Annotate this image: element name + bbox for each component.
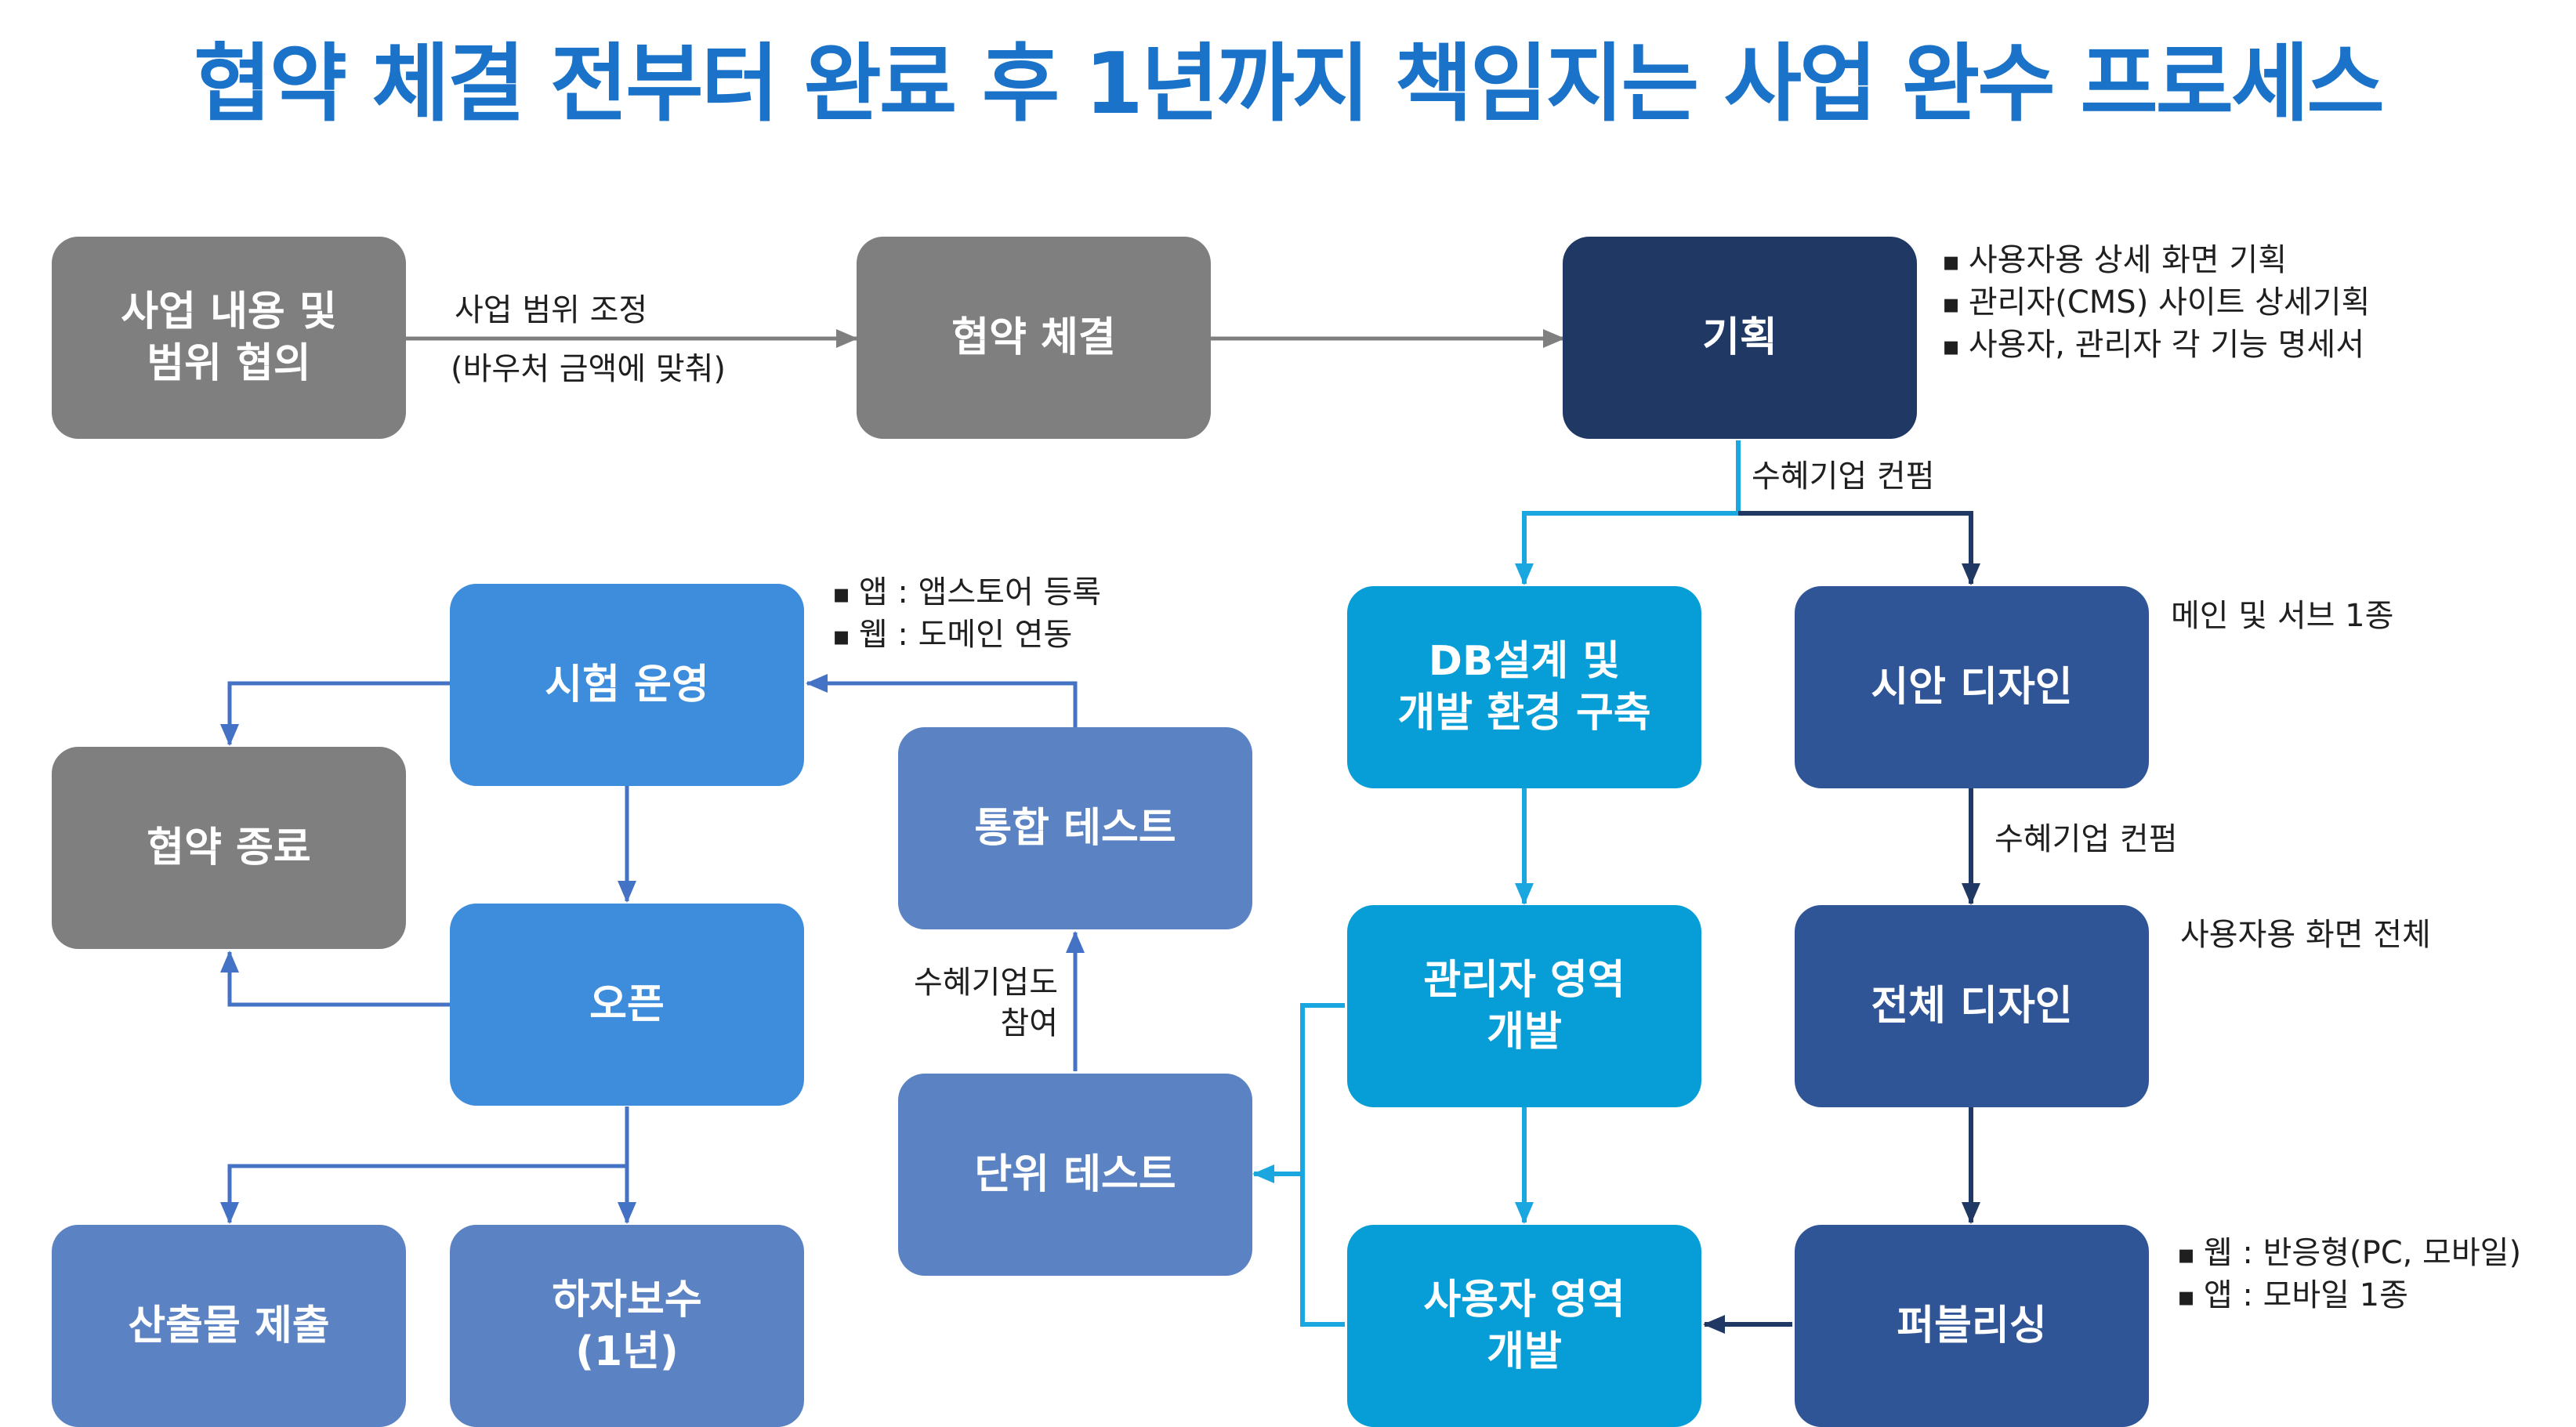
arrow-open-to-end (220, 951, 450, 1007)
label-confirm-design: 수혜기업 컨펌 (1994, 821, 2178, 857)
node-admin-dev: 관리자 영역 개발 (1347, 905, 1701, 1107)
notes-trial: 앱 : 앱스토어 등록 웹 : 도메인 연동 (832, 572, 1101, 657)
node-open: 오픈 (450, 904, 804, 1106)
label-participation: 수혜기업도 참여 (914, 965, 1058, 1041)
node-integration-test: 통합 테스트 (898, 727, 1252, 929)
note-item: 앱 : 모바일 1종 (2177, 1275, 2521, 1317)
node-contract-end: 협약 종료 (52, 747, 406, 949)
note-item: 앱 : 앱스토어 등록 (832, 572, 1101, 614)
node-scope: 사업 내용 및 범위 협의 (52, 237, 406, 439)
page-title: 협약 체결 전부터 완료 후 1년까지 책임지는 사업 완수 프로세스 (194, 35, 2385, 133)
arrow-planning-to-draft (1738, 511, 1980, 585)
node-db-setup: DB설계 및 개발 환경 구축 (1347, 586, 1701, 788)
node-deliverables: 산출물 제출 (52, 1225, 406, 1427)
note-item: 관리자(CMS) 사이트 상세기획 (1942, 282, 2370, 324)
node-publishing: 퍼블리싱 (1795, 1225, 2149, 1427)
note-item: 사용자, 관리자 각 기능 명세서 (1942, 324, 2370, 367)
note-item: 웹 : 도메인 연동 (832, 614, 1101, 657)
arrow-open-to-deliverables (220, 1106, 629, 1224)
node-full-design: 전체 디자인 (1795, 905, 2149, 1107)
node-trial-run: 시험 운영 (450, 584, 804, 786)
label-confirm-planning: 수혜기업 컨펌 (1752, 458, 1935, 494)
label-scope-adjust: 사업 범위 조정 (455, 292, 648, 328)
arrow-planning-to-db (1515, 440, 1741, 585)
arrow-admin-user-to-unit (1300, 1003, 1345, 1327)
node-draft-design: 시안 디자인 (1795, 586, 2149, 788)
label-full-note: 사용자용 화면 전체 (2180, 917, 2431, 953)
node-planning: 기획 (1563, 237, 1917, 439)
label-draft-note: 메인 및 서브 1종 (2171, 598, 2394, 634)
arrow-trial-to-end (220, 681, 450, 746)
node-user-dev: 사용자 영역 개발 (1347, 1225, 1701, 1427)
note-item: 사용자용 상세 화면 기획 (1942, 240, 2370, 282)
label-voucher-note: (바우처 금액에 맞춰) (451, 351, 726, 387)
node-warranty: 하자보수 (1년) (450, 1225, 804, 1427)
node-contract: 협약 체결 (857, 237, 1211, 439)
notes-publishing: 웹 : 반응형(PC, 모바일) 앱 : 모바일 1종 (2177, 1233, 2521, 1317)
node-unit-test: 단위 테스트 (898, 1074, 1252, 1276)
arrow-integration-to-trial (806, 674, 1078, 727)
note-item: 웹 : 반응형(PC, 모바일) (2177, 1233, 2521, 1275)
notes-planning: 사용자용 상세 화면 기획 관리자(CMS) 사이트 상세기획 사용자, 관리자… (1942, 240, 2370, 367)
